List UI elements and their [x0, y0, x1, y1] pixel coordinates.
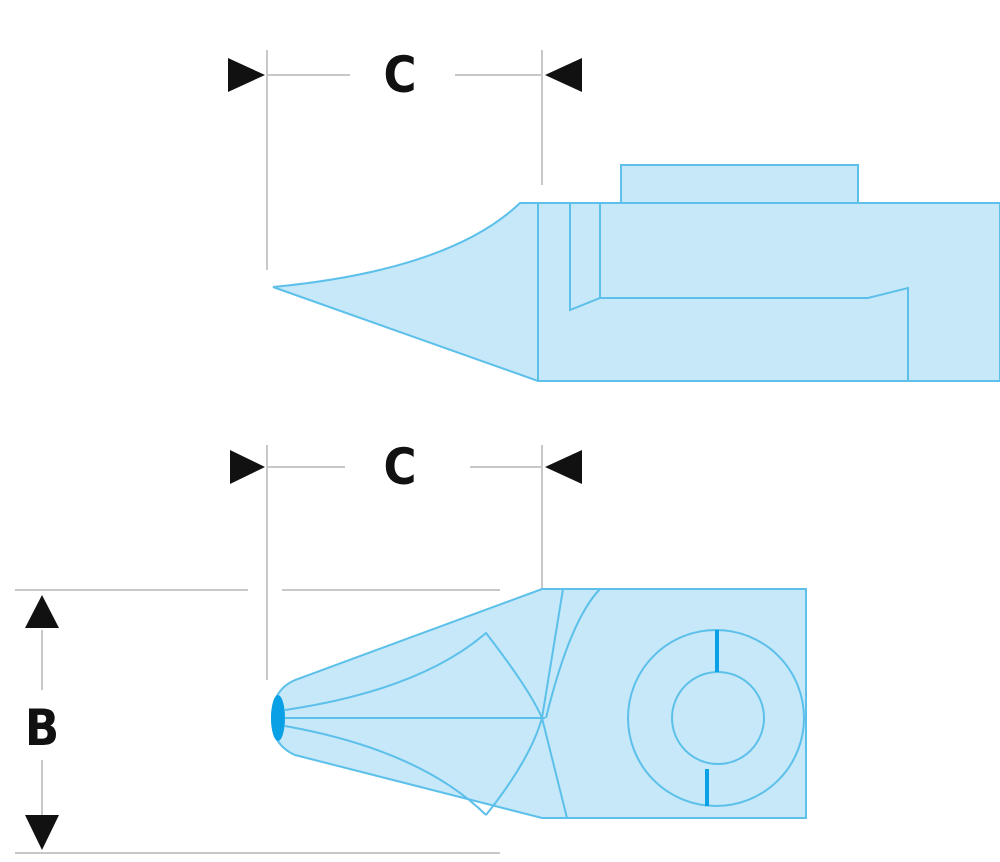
dimension-label-b: B: [25, 699, 59, 757]
dimension-label-c: C: [383, 46, 416, 104]
tip-icon: [271, 695, 285, 741]
arrow-left-icon: [545, 58, 582, 92]
bottom-dimension-c: C: [230, 438, 582, 680]
arrow-left-icon: [545, 450, 582, 484]
plier-top-view: [270, 588, 807, 819]
jaw-outline: [270, 588, 807, 819]
joint-block: [620, 164, 859, 204]
arrow-right-icon: [228, 58, 265, 92]
plier-side-view: [272, 164, 1000, 382]
arrow-up-icon: [25, 595, 59, 628]
height-dimension-b: B: [15, 589, 500, 854]
top-dimension-c: C: [228, 46, 582, 270]
arrow-right-icon: [230, 450, 265, 484]
arrow-down-icon: [25, 815, 59, 850]
dimension-label-c: C: [383, 438, 416, 496]
